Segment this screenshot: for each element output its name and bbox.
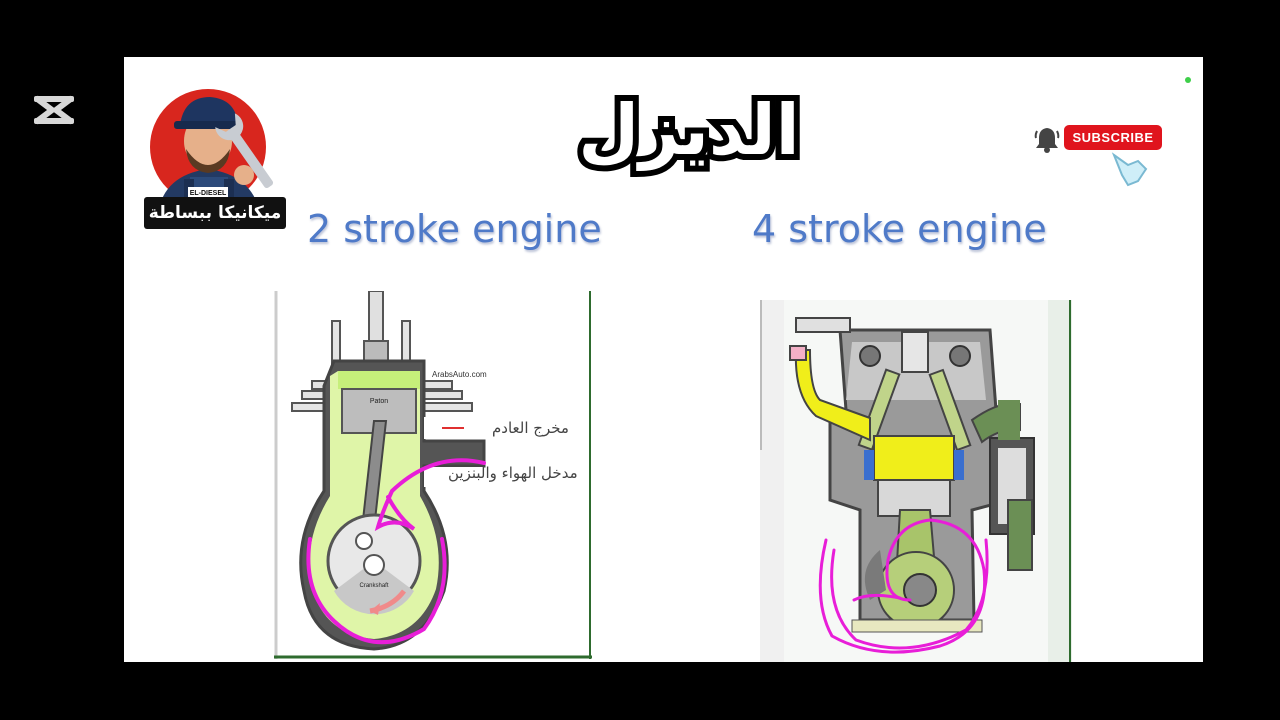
four-stroke-engine-diagram [760,300,1072,662]
hand-cursor-icon [1111,152,1148,187]
bell-icon[interactable] [1034,125,1060,153]
slide: EL-DIESEL ميكانيكا ببساطة الديزل SUBSCRI… [124,57,1203,662]
piston-label: Paton [370,398,388,405]
page-title: الديزل [572,83,805,177]
capcut-logo-icon [34,95,74,125]
subscribe-button[interactable]: SUBSCRIBE [1064,125,1162,150]
intake-label: مدخل الهواء والبنزين [448,464,578,482]
crank-label: Crankshaft [359,583,388,589]
status-dot [1185,77,1191,83]
logo-caption: ميكانيكا ببساطة [144,197,286,229]
heading-4-stroke: 4 stroke engine [752,207,1047,251]
exhaust-label: مخرج العادم [492,419,569,437]
heading-2-stroke: 2 stroke engine [307,207,602,251]
watermark: ArabsAuto.com [432,370,487,379]
two-stroke-engine-diagram: Paton Crankshaft ArabsAuto.com [274,291,592,659]
logo-badge: EL-DIESEL [190,190,227,197]
